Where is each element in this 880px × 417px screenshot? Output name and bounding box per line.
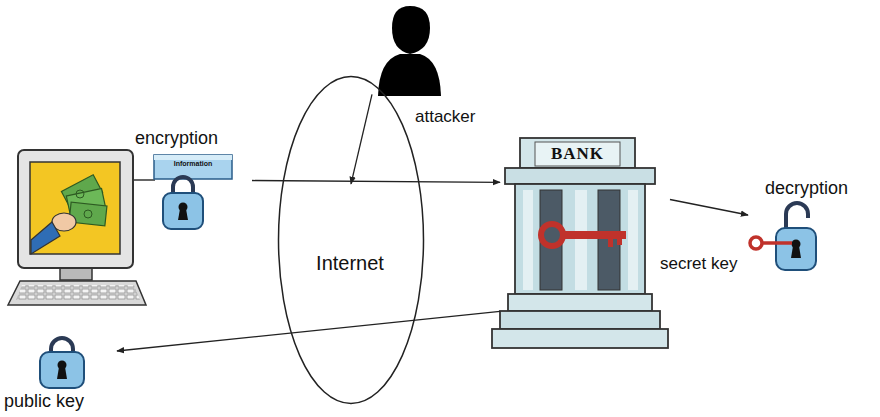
key-bow [750, 237, 762, 249]
sleeve [31, 222, 60, 254]
box-text: Information [154, 160, 232, 168]
bank-column-light [628, 190, 638, 290]
internet-ellipse: Internet [277, 75, 425, 405]
monitor-screen [30, 162, 120, 254]
banknote-mark [84, 210, 92, 218]
public-key-node: public key [2, 335, 117, 415]
computer-icon [8, 150, 155, 305]
key-bow [541, 224, 563, 246]
arrow-connector [252, 181, 500, 183]
key-shaft [762, 241, 792, 245]
lock-body [163, 193, 203, 229]
bank-sign [535, 142, 620, 166]
information-box [154, 155, 232, 179]
ellipse-outline [277, 75, 425, 405]
bank-column-gap [540, 190, 562, 290]
attacker-silhouette [378, 6, 441, 96]
node-label: decryption [765, 178, 848, 200]
bank-cornice [505, 168, 655, 184]
public-key-lock [40, 338, 84, 388]
bank-column-light [523, 190, 533, 290]
bank-column-gap [598, 190, 620, 290]
keyhole [791, 246, 801, 258]
node-label: public key [4, 391, 84, 413]
decryption-node: decryption [748, 178, 878, 278]
node-label: attacker [415, 107, 475, 127]
attacker-body [378, 54, 441, 96]
lock-body [776, 228, 816, 270]
bank-building [492, 138, 668, 348]
key-shaft [562, 231, 626, 239]
bank-step [500, 311, 660, 329]
arrow-connector [117, 311, 500, 351]
bank-sign-text: BANK [535, 144, 620, 164]
banknote-mark [76, 190, 84, 198]
annotation-label: secret key [660, 254, 737, 274]
internet-outline [279, 77, 424, 404]
keyhole [57, 367, 67, 379]
keyhole [178, 209, 188, 220]
bank-facade [515, 184, 645, 294]
keyboard-keys [16, 285, 140, 300]
decryption-lock [750, 203, 816, 270]
node-label: Internet [277, 251, 423, 275]
key-tooth [617, 238, 622, 245]
lock-shackle-open [786, 203, 808, 230]
encryption-lock [154, 155, 232, 229]
attacker-node: attacker [372, 3, 502, 130]
bank-roof [520, 138, 635, 168]
bank-step [508, 294, 652, 311]
monitor-frame [18, 150, 133, 268]
attacker-head [392, 6, 430, 54]
cable-line [133, 179, 155, 181]
encryption-node: encryptionInformation [132, 128, 252, 233]
bank-node: BANK [500, 135, 670, 350]
key-tooth [608, 238, 613, 247]
arrow-connector [351, 94, 372, 183]
information-box-top [154, 155, 232, 160]
bank-step [492, 329, 668, 348]
lock-body [40, 352, 84, 388]
node-heading: encryption [135, 128, 218, 150]
bank-column-light [575, 190, 587, 290]
keyboard [8, 281, 146, 305]
arrow-connector [670, 200, 748, 216]
